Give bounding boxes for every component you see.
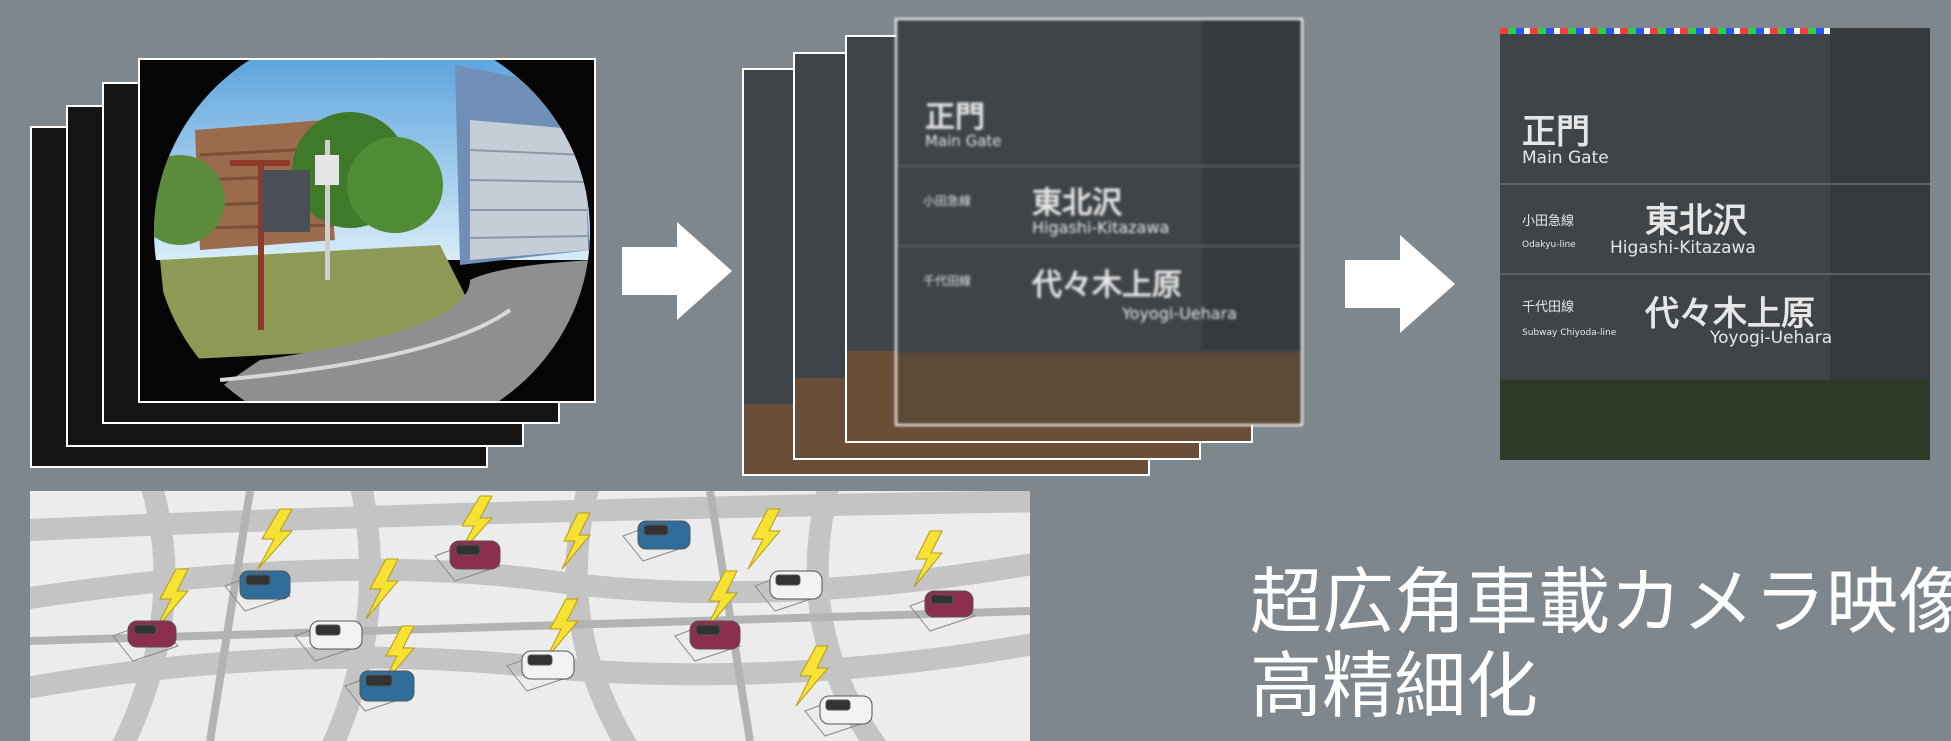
fisheye-image xyxy=(140,60,594,401)
lightning-icon xyxy=(704,570,739,632)
car-icon xyxy=(506,650,575,692)
lightning-icon xyxy=(747,508,782,570)
right-arrow-icon xyxy=(622,222,732,320)
lightning-layer xyxy=(155,495,944,707)
sr-sign-row3-jp: 代々木上原 xyxy=(1645,294,1815,334)
sr-sign-main-jp: 正門 xyxy=(1522,112,1590,152)
lightning-icon xyxy=(257,508,294,570)
sign-main-en: Main Gate xyxy=(925,132,1002,150)
sign-bottom-ground xyxy=(1500,380,1930,460)
sign-post-shadow xyxy=(1830,28,1930,388)
sr-sign-row3-small-en: Subway Chiyoda-line xyxy=(1522,328,1617,338)
sr-sign-row3-en: Yoyogi-Uehara xyxy=(1710,328,1833,348)
caption-line-1: 超広角車載カメラ映像 xyxy=(1250,560,1951,644)
sign-divider xyxy=(897,165,1301,167)
artifact-edge xyxy=(1500,28,1930,34)
sr-sign-row3-small: 千代田線 xyxy=(1522,300,1575,315)
car-icon xyxy=(909,590,976,632)
lightning-icon xyxy=(365,558,400,620)
sr-sign-main-en: Main Gate xyxy=(1522,148,1609,168)
car-icon xyxy=(674,620,741,662)
car-icon xyxy=(224,570,291,612)
caption: 超広角車載カメラ映像 高精細化 xyxy=(1250,560,1951,728)
sr-sign-row2-en: Higashi-Kitazawa xyxy=(1610,238,1756,258)
cars-layer xyxy=(112,520,976,737)
car-icon xyxy=(804,695,873,737)
fisheye-frame-1 xyxy=(138,58,596,403)
car-icon xyxy=(294,620,363,662)
cropped-frame-1: 正門 Main Gate 小田急線 東北沢 Higashi-Kitazawa 千… xyxy=(895,18,1303,426)
car-icon xyxy=(112,620,179,662)
lightning-icon xyxy=(545,598,580,660)
sign-divider xyxy=(897,245,1301,247)
sr-sign-row2-jp: 東北沢 xyxy=(1645,201,1747,241)
connected-vehicles-map xyxy=(30,491,1030,741)
lightning-icon xyxy=(561,512,592,570)
sign-bottom-ground xyxy=(897,352,1301,424)
caption-line-2: 高精細化 xyxy=(1250,644,1539,728)
sign-row3-jp: 代々木上原 xyxy=(1032,268,1182,303)
sr-sign-row2-small-en: Odakyu-line xyxy=(1522,240,1576,250)
car-icon xyxy=(754,570,823,612)
lightning-icon xyxy=(795,645,830,707)
sr-sign-row2-small: 小田急線 xyxy=(1522,214,1575,229)
sign-post-shadow xyxy=(1202,20,1301,350)
sign-divider xyxy=(1500,273,1930,275)
super-resolved-sign: 正門 Main Gate 小田急線 Odakyu-line 東北沢 Higash… xyxy=(1500,28,1930,460)
sign-row3-small: 千代田線 xyxy=(923,274,972,288)
sign-row2-jp: 東北沢 xyxy=(1032,186,1122,221)
car-icon xyxy=(434,540,501,582)
car-icon xyxy=(344,670,415,712)
car-icon xyxy=(622,520,691,562)
sign-row2-en: Higashi-Kitazawa xyxy=(1032,218,1170,237)
lightning-icon xyxy=(155,568,190,630)
lightning-icon xyxy=(913,530,944,588)
sign-row3-en: Yoyogi-Uehara xyxy=(1122,304,1237,323)
right-arrow-icon xyxy=(1345,235,1455,333)
sign-row2-small: 小田急線 xyxy=(923,194,972,208)
sign-main-jp: 正門 xyxy=(925,100,985,135)
sign-divider xyxy=(1500,183,1930,185)
